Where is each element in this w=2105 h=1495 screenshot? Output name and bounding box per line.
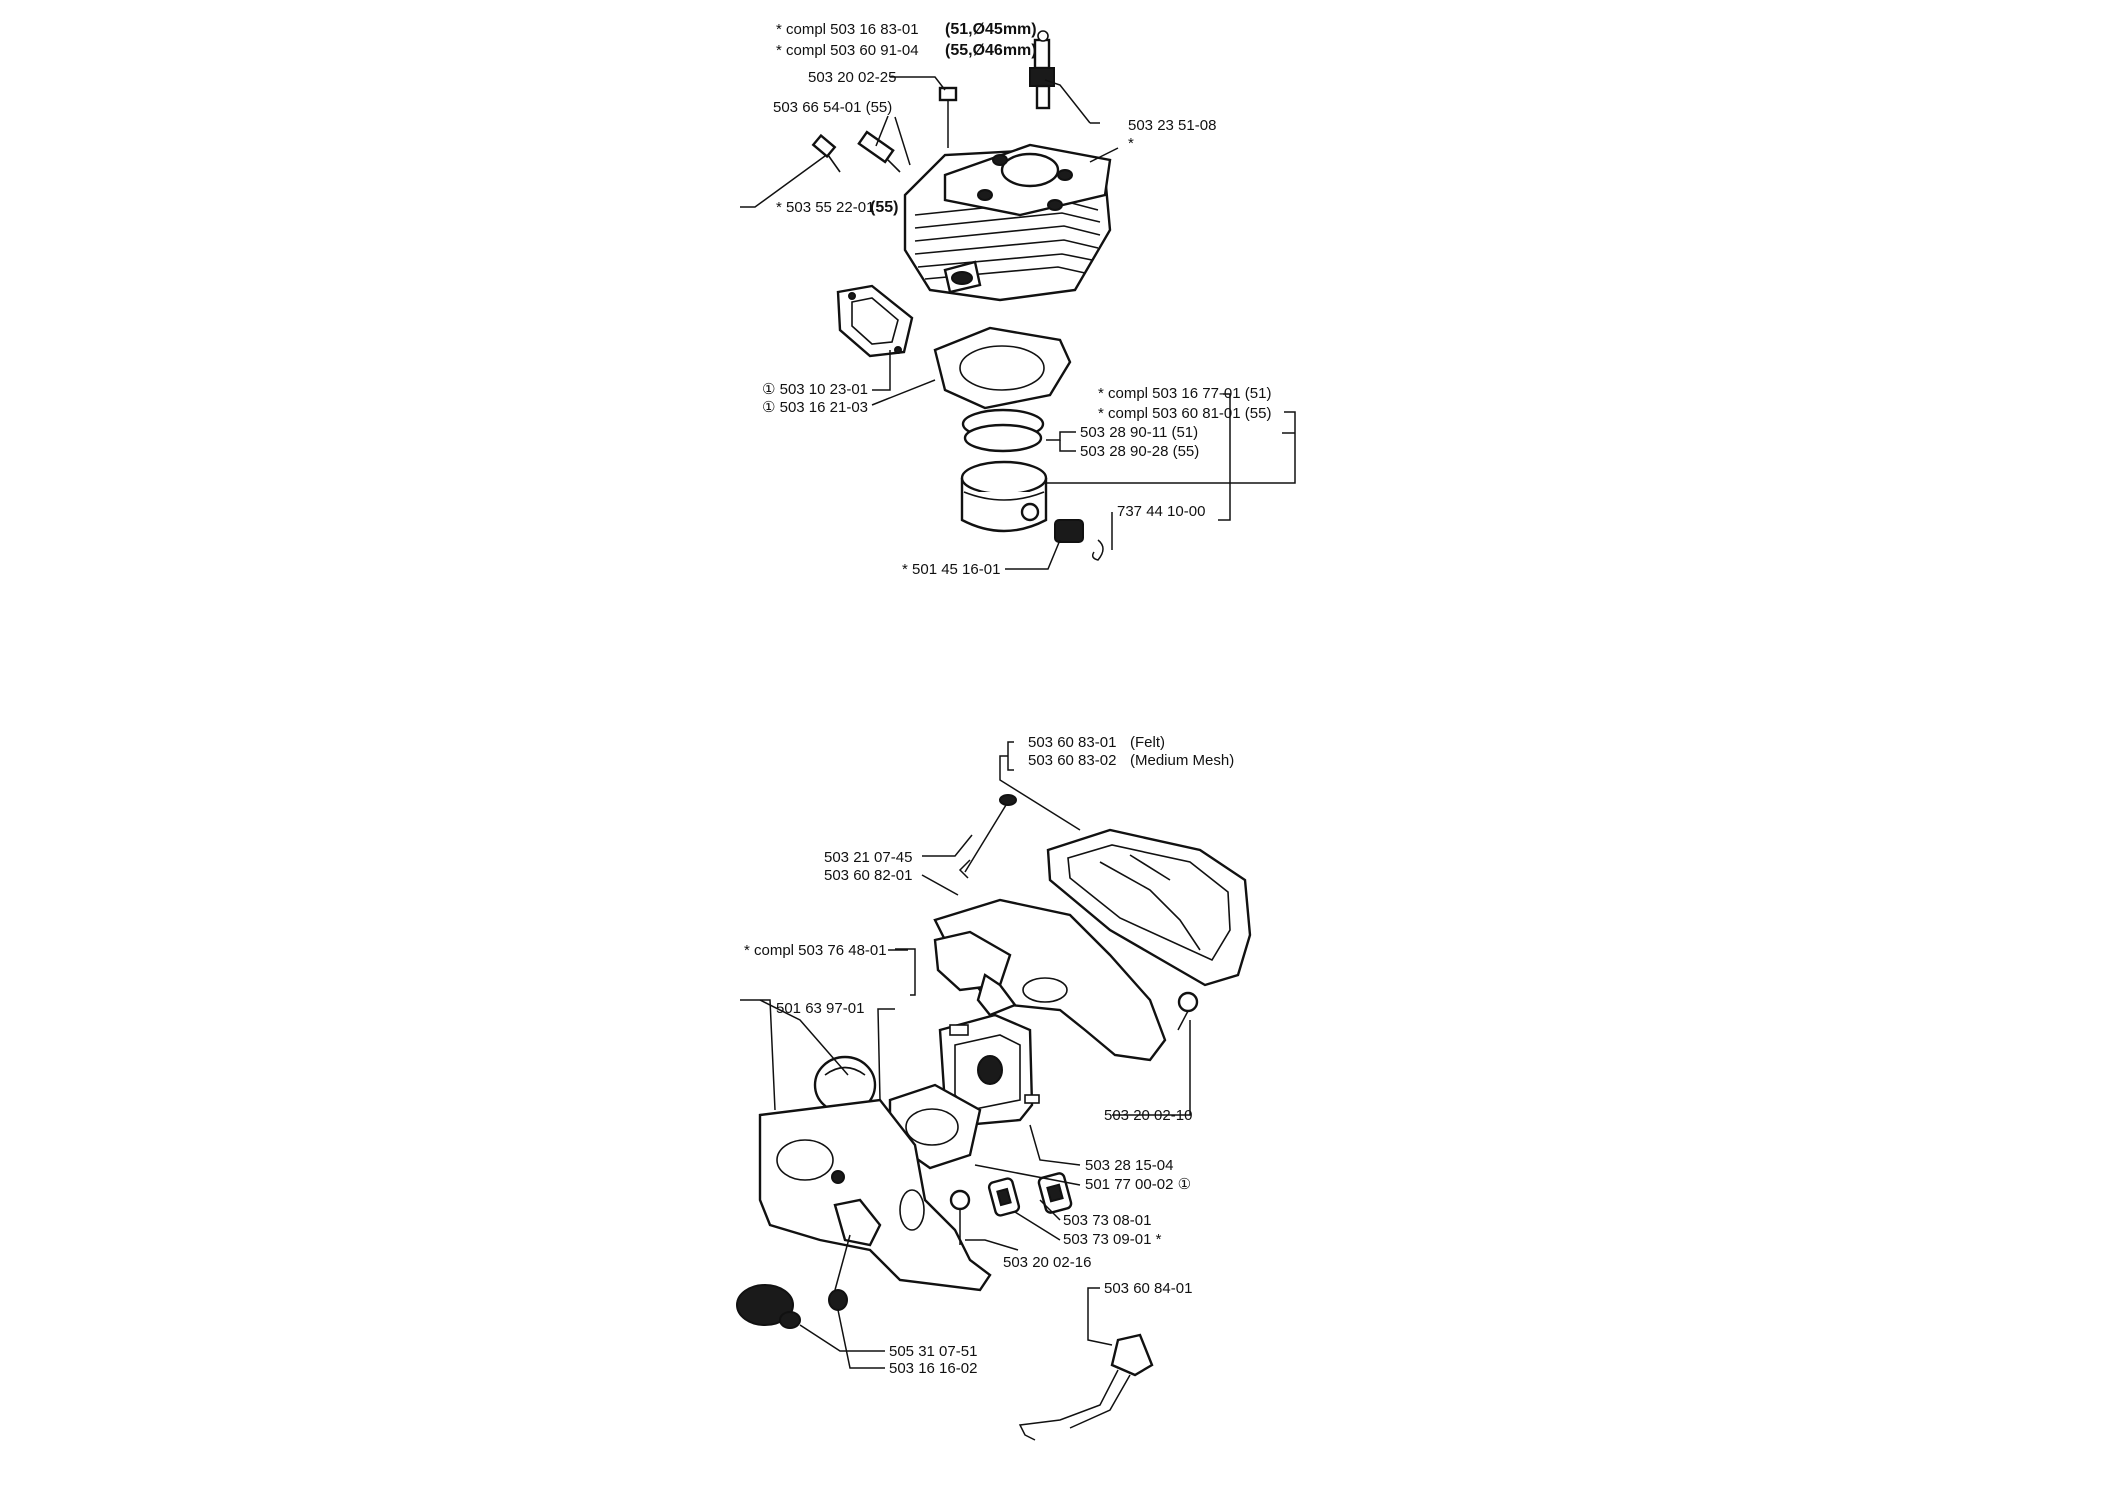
holder-screw-label: 503 20 02-10 (1104, 1107, 1192, 1124)
knob-part (736, 1284, 848, 1329)
star-label: * (1128, 135, 1134, 152)
knob-label-2: 503 16 16-02 (889, 1360, 977, 1377)
filter-label-2: 503 60 83-02 (1028, 752, 1116, 769)
muffler-gasket-label: ① 503 10 23-01 (762, 381, 868, 398)
carb-leader-lines (740, 741, 1191, 1369)
decomp-label: * 503 55 22-01 (776, 199, 874, 216)
air-filter-part (1046, 828, 1252, 987)
filter-spec-2: (Medium Mesh) (1130, 752, 1234, 769)
needle-bearing-part (1054, 519, 1084, 543)
filter-label-1: 503 60 83-01 (1028, 734, 1116, 751)
cylinder-leader-lines (740, 76, 1296, 570)
decompression-valve-part (811, 130, 901, 173)
cylinder-screw-part (938, 86, 958, 148)
plate-screw-label: 503 20 02-16 (1003, 1254, 1091, 1271)
carburetor-label: 503 28 15-04 (1085, 1157, 1173, 1174)
damper-label-2: 503 73 09-01 * (1063, 1231, 1162, 1248)
cylinder-labels: * compl 503 16 83-01 (51,Ø45mm) * compl … (762, 21, 1271, 578)
piston-compl-label-1: * compl 503 16 77-01 (51) (1098, 385, 1271, 402)
gasket-label: 501 77 00-02 ① (1085, 1176, 1191, 1193)
carburetor-assembly: 503 60 83-01 (Felt) 503 60 83-02 (Medium… (736, 734, 1252, 1441)
bearing-label: * 501 45 16-01 (902, 561, 1000, 578)
choke-lever-part (833, 1198, 882, 1291)
bulb-label: 501 63 97-01 (776, 1000, 864, 1017)
throttle-rod-part (1018, 1333, 1154, 1441)
plate-screw-part (949, 1189, 971, 1245)
compl-spec-1: (51,Ø45mm) (945, 21, 1037, 38)
cylinder-gasket-label: ① 503 16 21-03 (762, 399, 868, 416)
filter-holder-part (933, 898, 1167, 1062)
spark-plug-label: 503 23 51-08 (1128, 117, 1216, 134)
bolt-label: 503 21 07-45 (824, 849, 912, 866)
valve-label: 503 66 54-01 (55) (773, 99, 892, 116)
piston-compl-label-2: * compl 503 60 81-01 (55) (1098, 405, 1271, 422)
ring-label-1: 503 28 90-11 (51) (1080, 424, 1198, 441)
muffler-gasket-part (836, 284, 914, 358)
piston-bracket (1223, 393, 1231, 408)
decomp-spec: (55) (870, 199, 898, 216)
ring-label-2: 503 28 90-28 (55) (1080, 443, 1199, 460)
compl-label: * compl 503 76 48-01 (744, 942, 887, 959)
base-plate-part (758, 1098, 992, 1292)
compl-label-2: * compl 503 60 91-04 (776, 42, 919, 59)
filter-bolt-part (958, 794, 1017, 879)
damper-part (987, 1172, 1073, 1217)
cylinder-part (903, 143, 1112, 302)
compl-label-1: * compl 503 16 83-01 (776, 21, 919, 38)
piston-ring-part (961, 408, 1045, 453)
filter-spec-1: (Felt) (1130, 734, 1165, 751)
knob-label: 505 31 07-51 (889, 1343, 977, 1360)
rod-label: 503 60 84-01 (1104, 1280, 1192, 1297)
damper-label-1: 503 73 08-01 (1063, 1212, 1151, 1229)
cylinder-assembly: * compl 503 16 83-01 (51,Ø45mm) * compl … (740, 21, 1296, 578)
holder-screw-part (1177, 991, 1199, 1031)
circlip-part (1091, 539, 1104, 561)
piston-part (960, 460, 1048, 533)
carburetor-part (938, 1013, 1040, 1127)
carb-labels: 503 60 83-01 (Felt) 503 60 83-02 (Medium… (744, 734, 1234, 1377)
circlip-label: 737 44 10-00 (1117, 503, 1205, 520)
screw-label: 503 20 02-25 (808, 69, 896, 86)
cylinder-gasket-part (933, 326, 1072, 410)
compl-spec-2: (55,Ø46mm) (945, 42, 1037, 59)
filter-holder-label: 503 60 82-01 (824, 867, 912, 884)
